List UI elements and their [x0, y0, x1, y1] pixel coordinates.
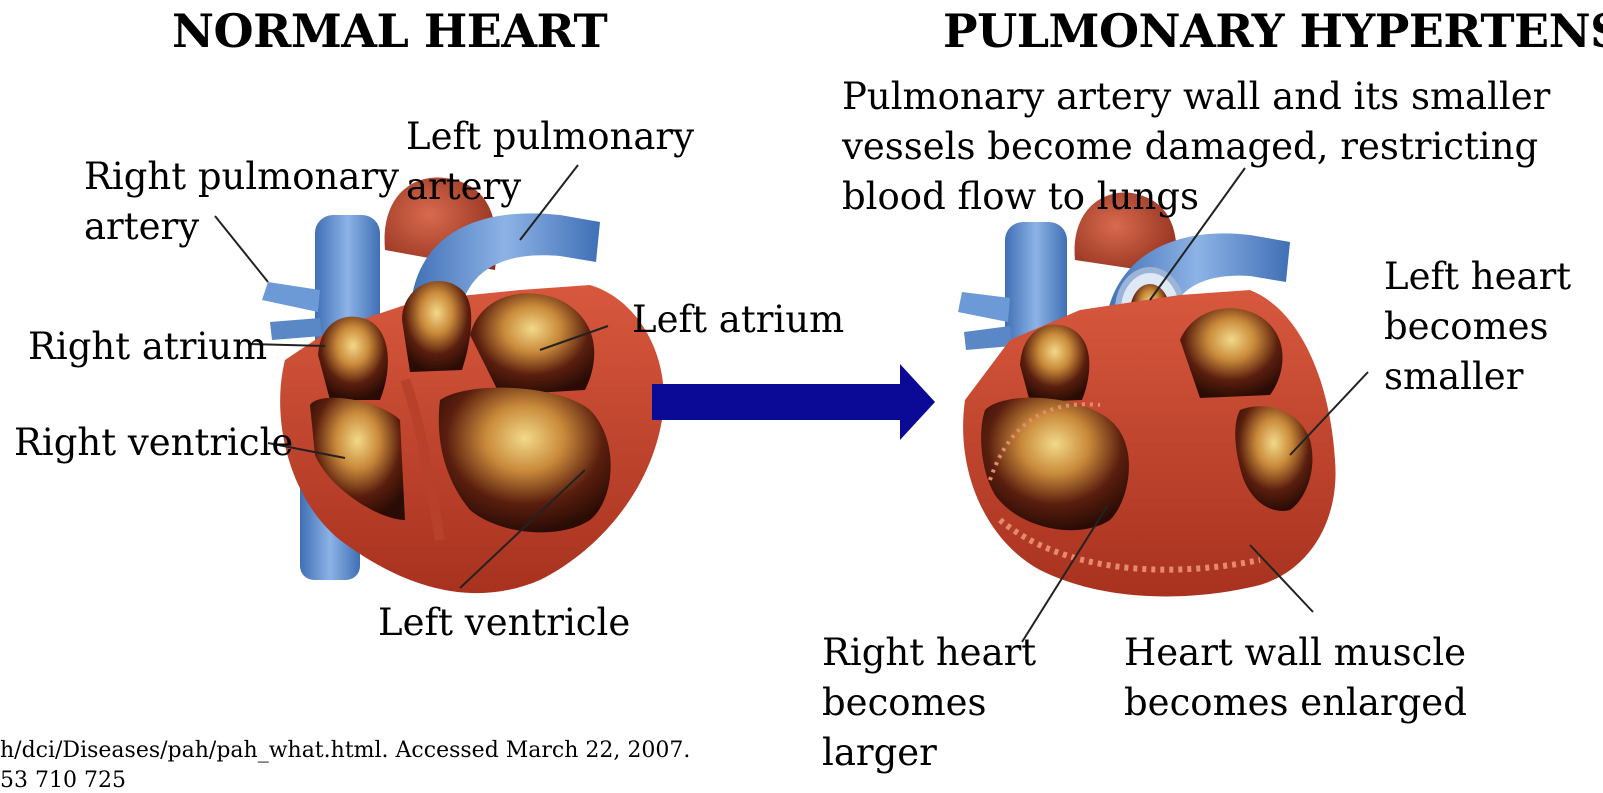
pa-damage-label-line3: blood flow to lungs	[842, 172, 1199, 222]
left-heart-label-line1: Left heart	[1384, 252, 1571, 302]
citation-line2: 53 710 725	[0, 768, 126, 793]
right-pulmonary-artery-label-line2: artery	[84, 202, 199, 252]
left-pulmonary-artery-label-line1: Left pulmonary	[406, 112, 694, 162]
normal-heart-illustration	[262, 178, 664, 594]
citation-line1: h/dci/Diseases/pah/pah_what.html. Access…	[0, 738, 690, 763]
left-atrium-label: Left atrium	[632, 295, 844, 345]
right-heart-label-line1: Right heart	[822, 628, 1036, 678]
right-pulmonary-artery-label-line1: Right pulmonary	[84, 152, 399, 202]
progression-arrow	[652, 364, 935, 440]
right-heart-label-line2: becomes	[822, 678, 987, 728]
hypertension-heart-illustration	[958, 193, 1336, 597]
pa-damage-label-line2: vessels become damaged, restricting	[842, 122, 1538, 172]
left-pulmonary-artery-label-line2: artery	[406, 162, 521, 212]
wall-muscle-label-line2: becomes enlarged	[1124, 678, 1467, 728]
pa-damage-label-line1: Pulmonary artery wall and its smaller	[842, 72, 1550, 122]
wall-muscle-label-line1: Heart wall muscle	[1124, 628, 1466, 678]
right-ventricle-label: Right ventricle	[14, 418, 293, 468]
left-ventricle-label: Left ventricle	[378, 598, 630, 648]
left-heart-label-line3: smaller	[1384, 352, 1523, 402]
left-heart-label-line2: becomes	[1384, 302, 1549, 352]
right-atrium-label: Right atrium	[28, 322, 267, 372]
right-heart-label-line3: larger	[822, 728, 937, 778]
